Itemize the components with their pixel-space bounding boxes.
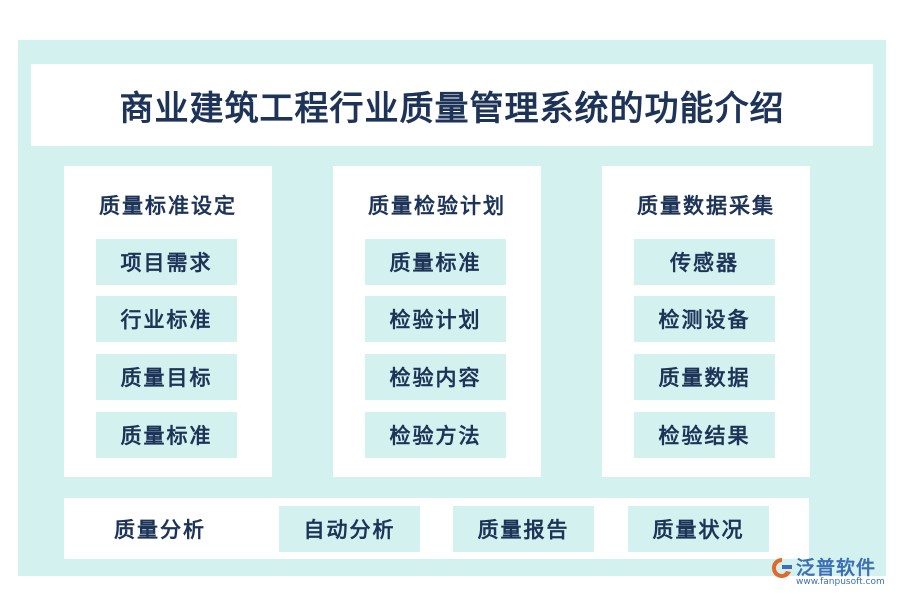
column-item: 质量标准 bbox=[96, 412, 237, 458]
column-item: 质量数据 bbox=[634, 354, 775, 400]
column-title: 质量数据采集 bbox=[637, 193, 775, 218]
quality-analysis-row: 质量分析 自动分析 质量报告 质量状况 bbox=[64, 498, 809, 559]
column-inspection-plan: 质量检验计划 质量标准 检验计划 检验内容 检验方法 bbox=[333, 166, 541, 477]
diagram-title: 商业建筑工程行业质量管理系统的功能介绍 bbox=[119, 88, 785, 129]
watermark-name: 泛普软件 bbox=[796, 557, 877, 579]
row-item: 自动分析 bbox=[279, 506, 420, 552]
row-item: 质量状况 bbox=[628, 506, 769, 552]
column-item: 检验方法 bbox=[365, 412, 506, 458]
column-data-collection: 质量数据采集 传感器 检测设备 质量数据 检验结果 bbox=[602, 166, 810, 477]
watermark-url: www.fanpusoft.com bbox=[796, 577, 885, 587]
column-item: 检验内容 bbox=[365, 354, 506, 400]
column-title: 质量标准设定 bbox=[99, 193, 237, 218]
column-item: 检测设备 bbox=[634, 296, 775, 342]
column-item: 质量标准 bbox=[365, 239, 506, 285]
column-item: 检验结果 bbox=[634, 412, 775, 458]
title-banner: 商业建筑工程行业质量管理系统的功能介绍 bbox=[31, 64, 873, 146]
column-item: 传感器 bbox=[634, 239, 775, 285]
column-item: 项目需求 bbox=[96, 239, 237, 285]
watermark: 泛普软件 www.fanpusoft.com bbox=[770, 553, 895, 595]
column-item: 行业标准 bbox=[96, 296, 237, 342]
column-quality-standard: 质量标准设定 项目需求 行业标准 质量目标 质量标准 bbox=[64, 166, 272, 477]
row-item: 质量报告 bbox=[453, 506, 594, 552]
column-item: 质量目标 bbox=[96, 354, 237, 400]
fanpu-logo-icon bbox=[772, 558, 792, 578]
row-title: 质量分析 bbox=[114, 516, 206, 542]
column-item: 检验计划 bbox=[365, 296, 506, 342]
column-title: 质量检验计划 bbox=[368, 193, 506, 218]
